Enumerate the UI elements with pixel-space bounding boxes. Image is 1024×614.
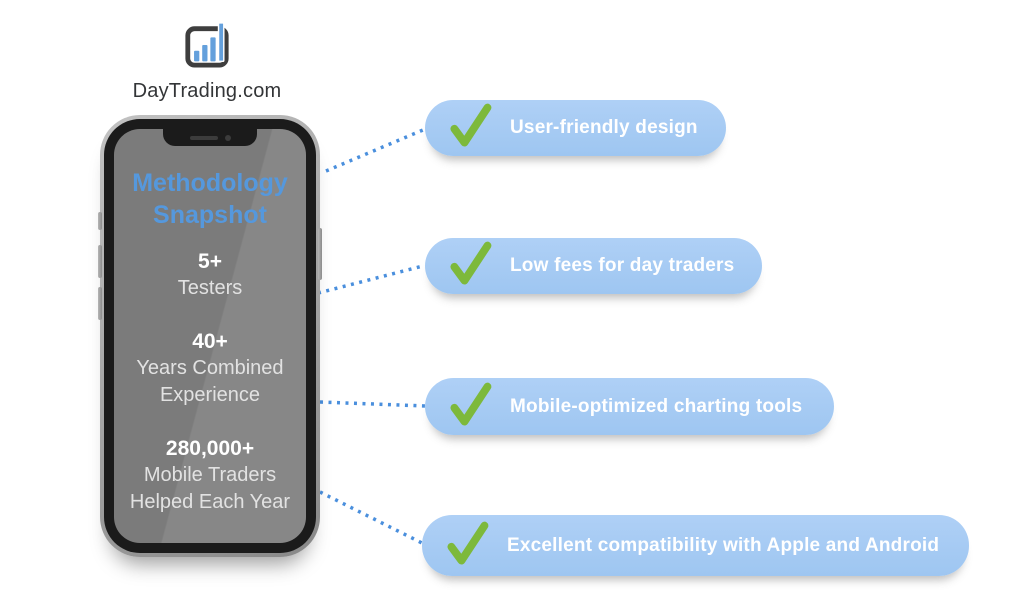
phone-mute-switch [98, 212, 102, 230]
feature-pill-user-friendly: User-friendly design [425, 100, 726, 156]
phone-mockup: Methodology Snapshot 5+ Testers 40+ Year… [98, 115, 322, 557]
stat-label: Years Combined [136, 357, 284, 379]
feature-label: User-friendly design [510, 117, 698, 138]
check-icon [447, 521, 489, 564]
feature-label: Low fees for day traders [510, 255, 735, 276]
feature-label: Excellent compatibility with Apple and A… [507, 534, 940, 556]
stat-experience: 40+ Years Combined Experience [114, 328, 306, 409]
stat-mobile-traders: 280,000+ Mobile Traders Helped Each Year [114, 435, 306, 516]
connector-line-3 [319, 400, 427, 408]
stat-testers: 5+ Testers [114, 248, 306, 302]
connector-line-4 [319, 490, 429, 548]
brand: DayTrading.com [97, 20, 317, 103]
bar-chart-logo-icon [185, 22, 229, 68]
brand-name: DayTrading.com [132, 80, 282, 102]
feature-pill-charting-tools: Mobile-optimized charting tools [425, 378, 834, 435]
phone-speaker [189, 135, 218, 140]
check-icon [450, 382, 492, 425]
stat-label: Helped Each Year [129, 491, 291, 513]
phone-volume-up-button [98, 245, 102, 278]
stat-value: 5+ [198, 250, 222, 273]
feature-label: Mobile-optimized charting tools [510, 395, 803, 417]
methodology-title-line2: Snapshot [153, 201, 267, 229]
stat-value: 280,000+ [165, 437, 255, 460]
phone-camera-icon [224, 134, 231, 141]
phone-bezel: Methodology Snapshot 5+ Testers 40+ Year… [104, 119, 316, 553]
connector-line-2 [317, 264, 424, 295]
stat-label: Mobile Traders [143, 464, 277, 486]
phone-volume-down-button [98, 287, 102, 320]
stat-label: Testers [177, 277, 243, 299]
methodology-title-line1: Methodology [132, 169, 288, 197]
stat-label: Experience [159, 384, 261, 406]
phone-screen: Methodology Snapshot 5+ Testers 40+ Year… [114, 129, 306, 543]
feature-pill-low-fees: Low fees for day traders [425, 238, 762, 294]
phone-notch [163, 129, 257, 146]
check-icon [450, 103, 492, 147]
methodology-title: Methodology Snapshot [114, 167, 306, 231]
check-icon [450, 241, 492, 285]
phone-power-button [318, 228, 322, 280]
feature-pill-compatibility: Excellent compatibility with Apple and A… [422, 515, 969, 576]
stat-value: 40+ [192, 330, 228, 353]
connector-line-1 [325, 125, 431, 173]
